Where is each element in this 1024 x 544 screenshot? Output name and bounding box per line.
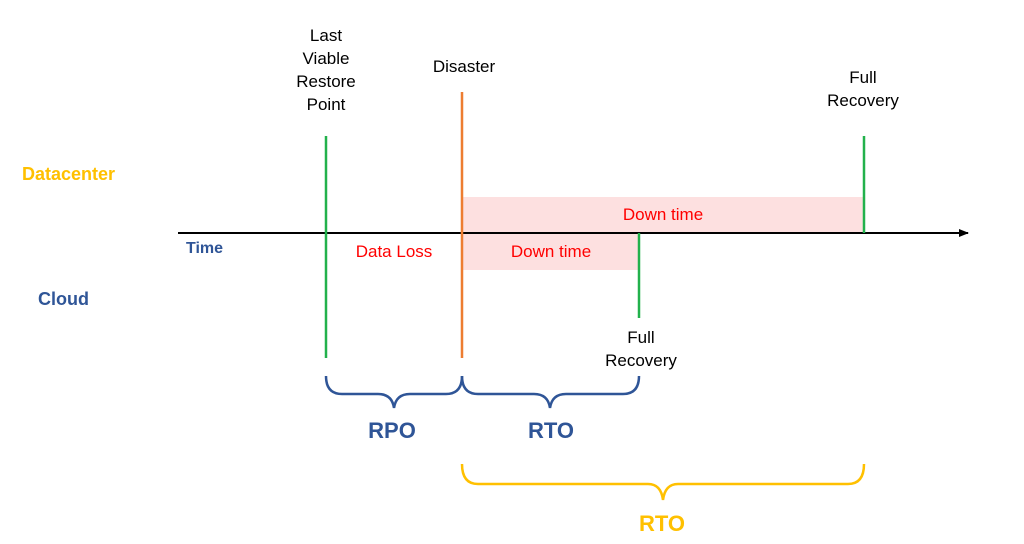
data-loss-label: Data Loss: [355, 242, 433, 261]
cloud-full-recovery-label: Full Recovery: [605, 328, 677, 370]
cloud-rto-brace: [460, 375, 641, 409]
datacenter-rto-brace: [460, 463, 866, 501]
cloud-row-label: Cloud: [38, 289, 89, 309]
time-axis-label: Time: [186, 240, 224, 257]
datacenter-rto-label: RTO: [638, 511, 686, 536]
datacenter-downtime-region: [462, 197, 864, 233]
cloud-downtime-region: [462, 234, 639, 270]
rpo-label: RPO: [368, 418, 416, 443]
disaster-label: Disaster: [432, 57, 496, 76]
last-viable-restore-point-label: Last Viable Restore Point: [296, 26, 356, 114]
rpo-brace: [324, 375, 464, 409]
datacenter-row-label: Datacenter: [22, 164, 116, 184]
cloud-rto-label: RTO: [527, 418, 575, 443]
datacenter-full-recovery-label: Full Recovery: [827, 68, 899, 110]
datacenter-downtime-label: Down time: [622, 205, 704, 224]
cloud-downtime-label: Down time: [510, 242, 592, 261]
